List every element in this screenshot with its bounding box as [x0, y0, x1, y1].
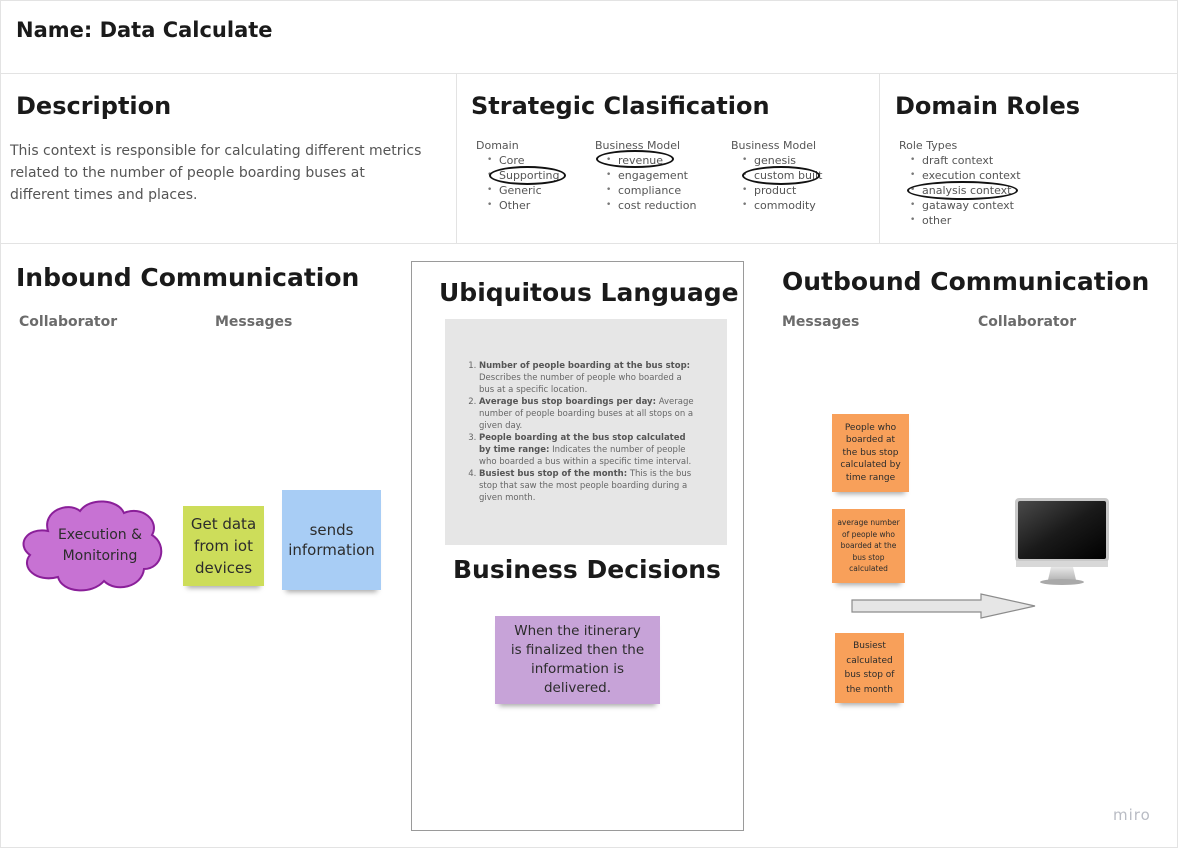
- role-type-item: other: [899, 213, 1059, 228]
- flow-arrow: [851, 593, 1036, 619]
- ubiquitous-term: Number of people boarding at the bus sto…: [479, 361, 691, 371]
- monitor-icon: [1015, 498, 1109, 585]
- ubiquitous-term: People boarding at the bus stop calculat…: [479, 433, 686, 455]
- role-type-item: draft context: [899, 153, 1059, 168]
- ubiquitous-item: People boarding at the bus stop calculat…: [479, 432, 699, 468]
- business-model-item: cost reduction: [595, 198, 725, 213]
- ubiquitous-item: Busiest bus stop of the month: This is t…: [479, 468, 699, 504]
- role-types-list: Role Types draft context execution conte…: [899, 138, 1059, 228]
- evolution-item: genesis: [731, 153, 861, 168]
- ubiquitous-def: Average number of people boarding buses …: [479, 397, 694, 431]
- ubiquitous-def: Describes the number of people who board…: [479, 373, 682, 395]
- evolution-list: Business Model genesis custom built prod…: [731, 138, 861, 213]
- ubiquitous-term: Average bus stop boardings per day:: [479, 397, 656, 407]
- sticky-business-decision[interactable]: When the itinerary is finalized then the…: [495, 616, 660, 704]
- ubiquitous-item: Average bus stop boardings per day: Aver…: [479, 396, 699, 432]
- miro-watermark: miro: [1113, 806, 1151, 824]
- sticky-busiest-bus-stop[interactable]: Busiest calculated bus stop of the month: [835, 633, 904, 703]
- ubiquitous-item: Number of people boarding at the bus sto…: [479, 360, 699, 396]
- business-model-item: revenue: [595, 153, 725, 168]
- domain-item: Supporting: [476, 168, 586, 183]
- ubiquitous-content-box: Number of people boarding at the bus sto…: [445, 319, 727, 545]
- domain-item: Other: [476, 198, 586, 213]
- execution-monitoring-cloud: [22, 500, 163, 592]
- inbound-heading: Inbound Communication: [16, 263, 360, 292]
- evolution-item: commodity: [731, 198, 861, 213]
- ubiquitous-term: Busiest bus stop of the month:: [479, 469, 628, 479]
- description-text: This context is responsible for calculat…: [10, 140, 450, 206]
- evolution-item: product: [731, 183, 861, 198]
- role-type-item: analysis context: [899, 183, 1059, 198]
- business-model-label: Business Model: [595, 139, 681, 152]
- strategic-heading: Strategic Clasification: [471, 92, 770, 120]
- canvas-title: Name: Data Calculate: [16, 18, 273, 42]
- ubiquitous-def: Indicates the number of people who board…: [479, 445, 692, 467]
- evolution-label: Business Model: [731, 139, 817, 152]
- ubiquitous-frame: [411, 261, 744, 831]
- description-line: different times and places.: [10, 187, 198, 203]
- sticky-get-data[interactable]: Get data from iot devices: [183, 506, 264, 586]
- ubiquitous-def: This is the bus stop that saw the most p…: [479, 469, 692, 503]
- business-model-list: Business Model revenue engagement compli…: [595, 138, 725, 213]
- outbound-messages-header: Messages: [782, 314, 860, 330]
- evolution-item: custom built: [731, 168, 861, 183]
- business-model-item: engagement: [595, 168, 725, 183]
- role-types-label: Role Types: [899, 139, 958, 152]
- business-model-item: compliance: [595, 183, 725, 198]
- domain-item: Generic: [476, 183, 586, 198]
- sticky-average-boarded[interactable]: average number of people who boarded at …: [832, 509, 905, 583]
- cloud-label: Execution & Monitoring: [57, 527, 143, 564]
- ubiquitous-heading: Ubiquitous Language: [439, 278, 739, 307]
- role-type-item: gataway context: [899, 198, 1059, 213]
- sticky-boarded-by-time-range[interactable]: People who boarded at the bus stop calcu…: [832, 414, 909, 492]
- inbound-messages-header: Messages: [215, 314, 293, 330]
- domain-item: Core: [476, 153, 586, 168]
- description-line: This context is responsible for calculat…: [10, 143, 422, 159]
- domain-list: Domain Core Supporting Generic Other: [476, 138, 586, 213]
- description-heading: Description: [16, 92, 172, 120]
- ubiquitous-list: Number of people boarding at the bus sto…: [445, 360, 699, 504]
- outbound-collaborator-header: Collaborator: [978, 314, 1077, 330]
- role-type-item: execution context: [899, 168, 1059, 183]
- sticky-sends-information[interactable]: sends information: [282, 490, 381, 590]
- domain-label: Domain: [476, 139, 519, 152]
- inbound-collaborator-header: Collaborator: [19, 314, 118, 330]
- outbound-heading: Outbound Communication: [782, 267, 1150, 296]
- description-line: related to the number of people boarding…: [10, 165, 365, 181]
- business-decisions-heading: Business Decisions: [453, 555, 721, 584]
- domain-roles-heading: Domain Roles: [895, 92, 1081, 120]
